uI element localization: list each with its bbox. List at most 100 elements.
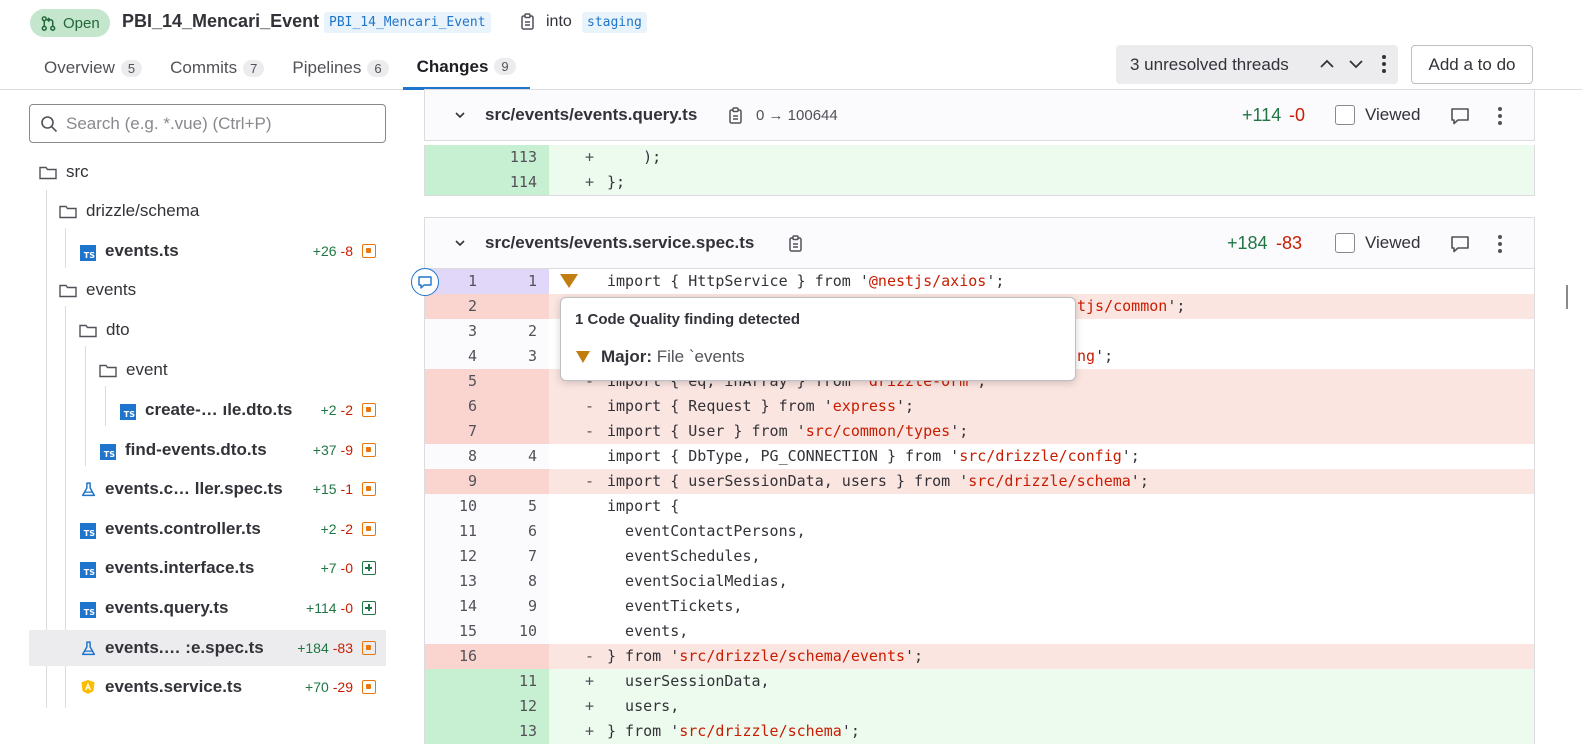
- diff-line: 7-import { User } from 'src/common/types…: [424, 419, 1535, 444]
- code-text: eventTickets,: [607, 597, 743, 615]
- code-quality-tooltip: 1 Code Quality finding detected Major: F…: [560, 297, 1076, 381]
- old-line-number[interactable]: 5: [467, 372, 477, 390]
- add-todo-button[interactable]: Add a to do: [1411, 45, 1533, 84]
- old-line-number[interactable]: 6: [467, 397, 477, 415]
- new-line-number[interactable]: 5: [527, 497, 537, 515]
- search-placeholder: Search (e.g. *.vue) (Ctrl+P): [66, 113, 272, 133]
- new-line-number[interactable]: 9: [527, 597, 537, 615]
- old-line-number[interactable]: 1: [467, 272, 477, 290]
- more-options-icon[interactable]: [1377, 53, 1391, 75]
- new-line-number[interactable]: [487, 644, 537, 669]
- typescript-icon: TS: [120, 404, 136, 420]
- viewed-checkbox[interactable]: Viewed: [1335, 105, 1420, 125]
- tree-file-events-ts[interactable]: TS events.ts +26-8: [80, 233, 376, 269]
- tree-file-find-events-dto[interactable]: TS find-events.dto.ts +37-9: [100, 432, 376, 468]
- new-line-number[interactable]: [487, 294, 537, 319]
- code-quality-major-icon[interactable]: [558, 272, 580, 290]
- new-line-number[interactable]: [487, 419, 537, 444]
- tree-folder-events[interactable]: events: [58, 272, 386, 308]
- new-line-number[interactable]: 4: [527, 447, 537, 465]
- source-branch-link[interactable]: PBI_14_Mencari_Event: [324, 12, 491, 33]
- tree-folder-src[interactable]: src: [38, 154, 386, 190]
- new-line-number[interactable]: 13: [518, 722, 537, 740]
- tree-file-query[interactable]: TS events.query.ts +114-0: [80, 590, 376, 626]
- new-line-number[interactable]: 10: [518, 622, 537, 640]
- tree-file-service-spec[interactable]: events.… :e.spec.ts +184-83: [29, 630, 386, 666]
- tree-file-controller-spec[interactable]: events.c… ller.spec.ts +15-1: [80, 471, 376, 507]
- new-line-number[interactable]: 7: [527, 547, 537, 565]
- target-branch-link[interactable]: staging: [582, 12, 647, 33]
- file-added-icon: [362, 561, 376, 575]
- tree-file-service[interactable]: events.service.ts +70-29: [80, 669, 376, 705]
- diff-file-path[interactable]: src/events/events.query.ts: [485, 105, 698, 124]
- diff-file-path[interactable]: src/events/events.service.spec.ts: [485, 233, 755, 252]
- old-line-number[interactable]: 7: [467, 422, 477, 440]
- file-mode-change: 0 → 100644: [756, 106, 838, 124]
- chevron-up-icon[interactable]: [1318, 55, 1336, 73]
- status-badge: Open: [30, 9, 110, 37]
- viewed-checkbox[interactable]: Viewed: [1335, 233, 1420, 253]
- comment-icon[interactable]: [1449, 105, 1471, 127]
- old-line-number[interactable]: 9: [467, 472, 477, 490]
- copy-path-icon[interactable]: [787, 234, 805, 254]
- tab-count: 6: [367, 59, 389, 77]
- new-line-number[interactable]: 12: [518, 697, 537, 715]
- new-line-number[interactable]: [487, 394, 537, 419]
- old-line-number[interactable]: 10: [458, 497, 477, 515]
- old-line-number[interactable]: [425, 694, 477, 719]
- add-comment-button[interactable]: [411, 268, 439, 296]
- old-line-number[interactable]: [425, 669, 477, 694]
- diff-line: 16-} from 'src/drizzle/schema/events';: [424, 644, 1535, 669]
- tree-folder-event[interactable]: event: [98, 352, 386, 388]
- tooltip-title: 1 Code Quality finding detected: [575, 311, 801, 328]
- unresolved-threads[interactable]: 3 unresolved threads: [1116, 45, 1398, 84]
- old-line-number[interactable]: 13: [458, 572, 477, 590]
- tree-folder-dto[interactable]: dto: [78, 312, 386, 348]
- old-line-number[interactable]: 15: [458, 622, 477, 640]
- more-options-icon[interactable]: [1493, 105, 1507, 127]
- tree-guide: [85, 346, 86, 466]
- new-line-number[interactable]: 1: [527, 272, 537, 290]
- diff-deletions: -83: [1276, 232, 1303, 253]
- old-line-number[interactable]: 8: [467, 447, 477, 465]
- diff-deletions: -0: [1289, 104, 1306, 125]
- tree-file-controller[interactable]: TS events.controller.ts +2-2: [80, 511, 376, 547]
- new-line-number[interactable]: [487, 369, 537, 394]
- threads-label: 3 unresolved threads: [1130, 54, 1289, 74]
- file-modified-icon: [362, 482, 376, 496]
- file-search-input[interactable]: Search (e.g. *.vue) (Ctrl+P): [29, 104, 386, 143]
- new-line-number[interactable]: [487, 469, 537, 494]
- chevron-down-icon[interactable]: [1347, 55, 1365, 73]
- old-line-number[interactable]: 14: [458, 597, 477, 615]
- chevron-down-icon[interactable]: [453, 108, 467, 122]
- tree-folder-drizzle-schema[interactable]: drizzle/schema: [58, 193, 386, 229]
- diff-line: 14 9 eventTickets,: [424, 594, 1535, 619]
- old-line-number[interactable]: 4: [467, 347, 477, 365]
- old-line-number[interactable]: [425, 719, 477, 744]
- comment-icon[interactable]: [1449, 233, 1471, 255]
- old-line-number[interactable]: 2: [467, 297, 477, 315]
- old-line-number[interactable]: 12: [458, 547, 477, 565]
- copy-path-icon[interactable]: [727, 106, 745, 126]
- copy-branch-icon[interactable]: [519, 12, 537, 32]
- new-line-number[interactable]: 2: [527, 322, 537, 340]
- more-options-icon[interactable]: [1493, 233, 1507, 255]
- old-line-number[interactable]: 16: [458, 647, 477, 665]
- tree-file-create-dto[interactable]: TS create-… ıle.dto.ts +2-2: [120, 392, 376, 428]
- scrollbar-marker[interactable]: [1566, 285, 1568, 309]
- new-line-number[interactable]: 8: [527, 572, 537, 590]
- chevron-down-icon[interactable]: [453, 236, 467, 250]
- new-line-number[interactable]: 6: [527, 522, 537, 540]
- old-line-number[interactable]: 3: [467, 322, 477, 340]
- old-line-number[interactable]: 11: [458, 522, 477, 540]
- merge-request-header: Open PBI_14_Mencari_Event PBI_14_Mencari…: [0, 0, 1582, 90]
- new-line-number[interactable]: 3: [527, 347, 537, 365]
- new-line-number[interactable]: 11: [518, 672, 537, 690]
- tree-file-interface[interactable]: TS events.interface.ts +7-0: [80, 550, 376, 586]
- diff-sign: -: [585, 472, 595, 490]
- diff-file-header: src/events/events.service.spec.ts +184 -…: [424, 217, 1535, 269]
